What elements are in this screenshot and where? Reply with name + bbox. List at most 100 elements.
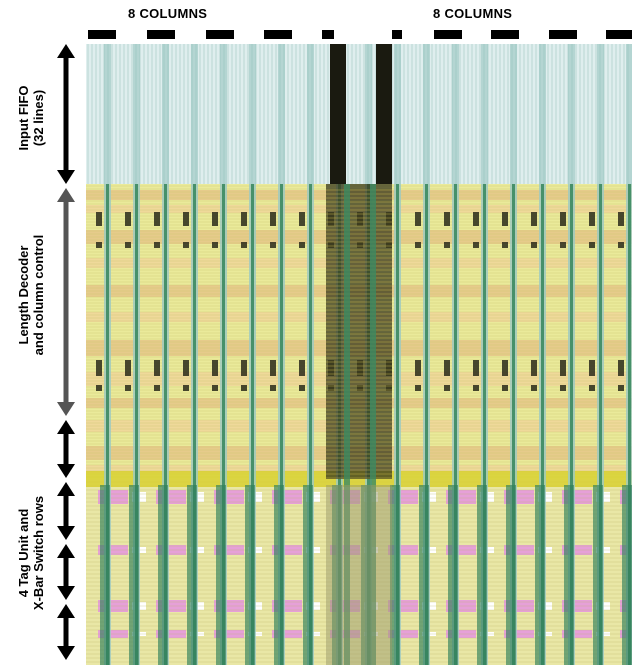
arrow-tag-row-3 — [57, 544, 75, 600]
arrow-tag-row-1-head-up — [57, 420, 75, 434]
arrow-tag-row-4-head-up — [57, 604, 75, 618]
center-control-column — [326, 184, 392, 479]
tag-column-bus — [477, 485, 487, 665]
column-bus-dark — [570, 184, 573, 665]
control-block — [415, 212, 421, 226]
column-marker-bar — [88, 30, 632, 39]
control-block — [154, 360, 160, 376]
tag-column-bus — [187, 485, 197, 665]
column-bus-dark — [628, 184, 631, 665]
column-marker-7 — [434, 30, 462, 39]
arrow-tag-row-2-head-down — [57, 526, 75, 540]
control-block — [589, 212, 595, 226]
control-block — [444, 385, 450, 391]
arrow-tag-row-2-head-up — [57, 482, 75, 496]
control-block — [473, 242, 479, 248]
control-block — [125, 212, 131, 226]
column-bus-dark — [106, 184, 109, 665]
column-marker-3 — [206, 30, 234, 39]
column-marker-1 — [88, 30, 116, 39]
arrow-tag-row-4 — [57, 604, 75, 660]
control-block — [96, 242, 102, 248]
control-block — [270, 242, 276, 248]
control-block — [299, 242, 305, 248]
control-block — [589, 360, 595, 376]
column-bus-fifo — [394, 44, 401, 184]
column-marker-10 — [606, 30, 632, 39]
control-block — [125, 242, 131, 248]
control-block — [212, 242, 218, 248]
column-bus-fifo — [597, 44, 604, 184]
arrow-length-decoder — [57, 188, 75, 416]
column-bus-fifo — [133, 44, 140, 184]
control-block — [125, 360, 131, 376]
column-bus-dark — [425, 184, 428, 665]
center-tag-column — [326, 485, 392, 665]
control-block — [531, 360, 537, 376]
control-block — [183, 360, 189, 376]
tag-column-bus — [303, 485, 313, 665]
control-block — [444, 360, 450, 376]
column-bus-fifo — [423, 44, 430, 184]
column-bus-dark — [222, 184, 225, 665]
column-bus-fifo — [481, 44, 488, 184]
control-block — [589, 242, 595, 248]
column-marker-2 — [147, 30, 175, 39]
center-bus-right — [370, 184, 376, 665]
control-block — [415, 385, 421, 391]
arrow-input-fifo-head-up — [57, 44, 75, 58]
center-control-fifo-left — [330, 44, 346, 184]
dimension-arrows — [57, 44, 75, 660]
column-bus-fifo — [104, 44, 111, 184]
column-bus-dark — [135, 184, 138, 665]
arrow-tag-row-3-head-down — [57, 586, 75, 600]
column-marker-6 — [392, 30, 402, 39]
control-block — [125, 385, 131, 391]
column-bus-fifo — [568, 44, 575, 184]
control-block — [444, 212, 450, 226]
control-block — [299, 385, 305, 391]
control-block — [96, 385, 102, 391]
column-bus-dark — [280, 184, 283, 665]
control-block — [502, 242, 508, 248]
column-bus-dark — [512, 184, 515, 665]
control-block — [96, 212, 102, 226]
arrow-input-fifo — [57, 44, 75, 184]
control-block — [618, 242, 624, 248]
tag-column-bus — [216, 485, 226, 665]
die-layout — [86, 44, 632, 665]
control-block — [299, 212, 305, 226]
control-block — [183, 212, 189, 226]
column-bus-fifo — [249, 44, 256, 184]
column-marker-4 — [264, 30, 292, 39]
control-block — [96, 360, 102, 376]
column-bus-fifo — [452, 44, 459, 184]
tag-column-bus — [564, 485, 574, 665]
control-block — [531, 242, 537, 248]
column-bus-dark — [541, 184, 544, 665]
center-control-fifo-right — [376, 44, 392, 184]
column-bus-dark — [309, 184, 312, 665]
control-block — [183, 242, 189, 248]
column-bus-dark — [454, 184, 457, 665]
control-block — [270, 385, 276, 391]
control-block — [212, 360, 218, 376]
control-block — [154, 212, 160, 226]
control-block — [473, 360, 479, 376]
arrow-tag-row-4-head-down — [57, 646, 75, 660]
tag-column-bus — [448, 485, 458, 665]
tag-column-bus — [419, 485, 429, 665]
column-bus-fifo — [307, 44, 314, 184]
column-bus-dark — [396, 184, 399, 665]
control-block — [270, 212, 276, 226]
control-block — [473, 212, 479, 226]
control-block — [444, 242, 450, 248]
control-block — [241, 360, 247, 376]
control-block — [241, 212, 247, 226]
column-bus-fifo — [220, 44, 227, 184]
tag-column-bus — [506, 485, 516, 665]
column-bus-fifo — [278, 44, 285, 184]
arrow-length-decoder-head-up — [57, 188, 75, 202]
column-bus-fifo — [626, 44, 632, 184]
